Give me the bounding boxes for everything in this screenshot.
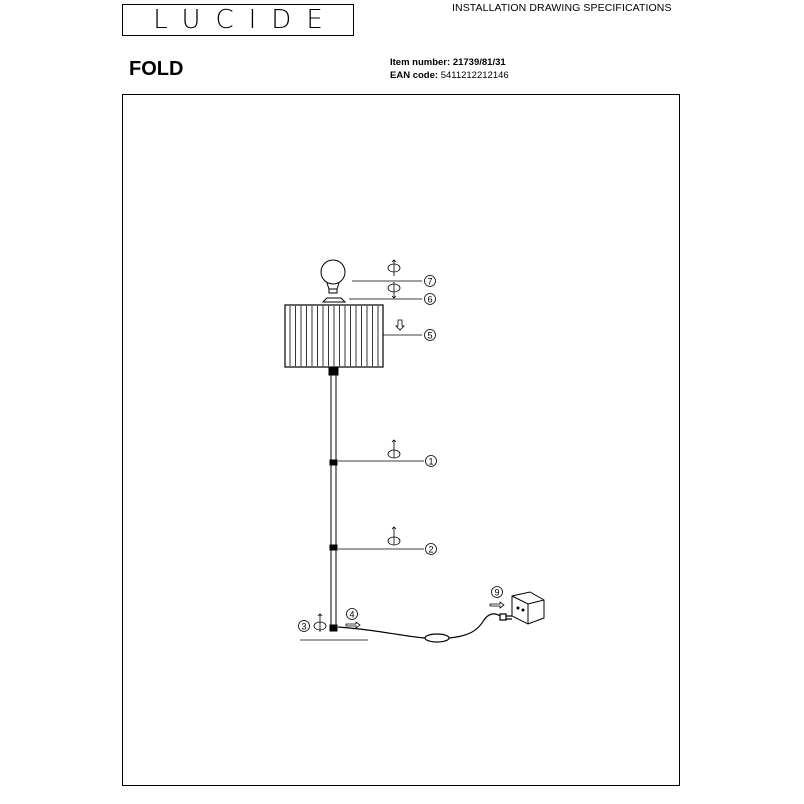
drawing-frame xyxy=(122,94,680,786)
wall-socket-icon xyxy=(511,591,545,625)
item-number-label: Item number: xyxy=(390,57,451,68)
step-3: 3 xyxy=(301,622,306,632)
ean-value: 5411212212146 xyxy=(440,70,509,81)
push-arrow-icon xyxy=(345,601,505,629)
step-4: 4 xyxy=(349,610,354,620)
lamp-shade xyxy=(284,304,384,368)
step-9: 9 xyxy=(494,588,499,598)
document-type: INSTALLATION DRAWING SPECIFICATIONS xyxy=(452,2,672,14)
lamp-pole xyxy=(328,366,339,632)
step-markers xyxy=(298,275,503,632)
step-5: 5 xyxy=(427,331,432,341)
step-7: 7 xyxy=(427,277,432,287)
callout-lines xyxy=(338,280,424,550)
brand-logo: LUCIDE xyxy=(153,5,338,35)
logo-frame xyxy=(122,4,354,36)
step-2: 2 xyxy=(428,545,433,555)
item-number-value: 21739/81/31 xyxy=(452,57,506,68)
ean-label: EAN code: xyxy=(390,70,439,81)
light-bulb-icon xyxy=(320,259,346,294)
power-cable xyxy=(337,613,512,643)
ean-row: EAN code: 5411212212146 xyxy=(390,69,509,82)
step-1: 1 xyxy=(428,457,433,467)
product-meta: Item number: 21739/81/31 EAN code: 54112… xyxy=(390,56,509,82)
product-name: FOLD xyxy=(129,58,184,80)
down-arrow-icon xyxy=(395,319,405,331)
rotate-arrow-icon xyxy=(313,259,401,632)
step-6: 6 xyxy=(427,295,432,305)
item-number-row: Item number: 21739/81/31 xyxy=(390,56,509,69)
lamp-holder xyxy=(321,297,347,303)
